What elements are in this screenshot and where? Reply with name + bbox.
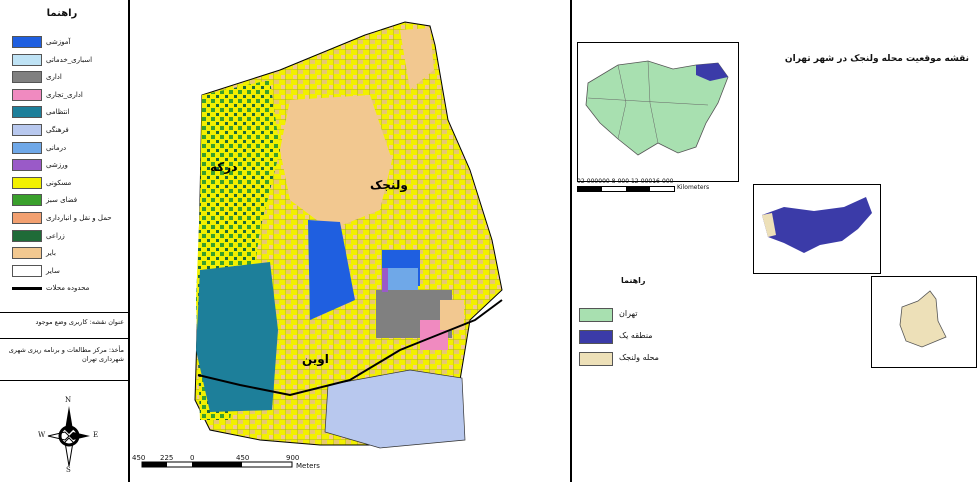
legend-swatch <box>12 212 42 224</box>
compass-n: N <box>65 396 72 404</box>
divider <box>0 380 128 381</box>
legend-label: اسباری_خدماتی <box>46 55 93 64</box>
scale-tick: 900 <box>286 454 300 462</box>
legend-swatch <box>12 71 42 84</box>
legend-label: آموزشی <box>46 38 71 46</box>
scale-tick: 450 <box>236 454 250 462</box>
legend-label: فرهنگی <box>46 126 69 134</box>
divider <box>0 312 128 313</box>
region-one-locator-map <box>753 184 881 274</box>
divider <box>0 338 128 339</box>
legend-item: حمل و نقل و انبارداری <box>12 212 126 224</box>
legend-swatch <box>12 176 42 189</box>
legend-item: فرهنگی <box>12 124 126 136</box>
legend-swatch <box>12 106 42 119</box>
locator-scale-unit: Kilometers <box>677 184 710 191</box>
legend-swatch <box>12 124 42 136</box>
legend-swatch <box>12 141 42 154</box>
compass-s: S <box>66 466 71 474</box>
legend-label-tehran: تهران <box>619 309 638 318</box>
legend-item: فضای سبز <box>12 194 126 207</box>
legend-swatch <box>12 88 42 101</box>
legend-panel: راهنما آموزشی اسباری_خدماتی اداری اداری_تجا… <box>0 0 128 482</box>
legend-swatch <box>12 287 42 291</box>
legend-label: محدوده محلات <box>46 284 90 293</box>
label-darakeh: درکه <box>210 160 238 174</box>
divider <box>570 0 572 482</box>
legend-item: ورزشی <box>12 159 126 172</box>
legend-item: مسکونی <box>12 176 126 189</box>
legend-label: انتظامی <box>46 108 70 117</box>
legend-item: سایر <box>12 264 126 277</box>
legend-item: بایر <box>12 247 126 260</box>
legend-label: ورزشی <box>46 161 68 170</box>
locator-scale-bar <box>577 186 675 192</box>
legend-swatch <box>12 159 42 172</box>
scale-tick: 225 <box>160 454 174 462</box>
scale-tick: 0 <box>190 454 195 462</box>
locator-title: نقشه موقعیت محله ولنجک در شهر تهران <box>784 54 969 64</box>
legend-item: اداری <box>12 71 126 84</box>
legend-swatch-valenjak <box>579 352 613 366</box>
legend-item: درمانی <box>12 141 126 154</box>
source-text: مأخذ: مرکز مطالعات و برنامه ریزی شهری شه… <box>8 346 124 363</box>
label-evin: اوین <box>302 352 329 366</box>
legend-label: حمل و نقل و انبارداری <box>46 214 112 222</box>
legend-label: بایر <box>46 249 56 258</box>
legend-label: سایر <box>46 266 60 275</box>
legend-item: محدوده محلات <box>12 282 126 294</box>
compass-w: W <box>38 431 46 439</box>
legend-swatch <box>12 194 42 207</box>
legend-item: زراعی <box>12 229 126 242</box>
legend-label: مسکونی <box>46 178 72 187</box>
legend-item: انتظامی <box>12 106 126 119</box>
legend-title: راهنما <box>46 8 78 19</box>
north-arrow-icon: N S W E <box>38 396 100 476</box>
legend-swatch <box>12 53 42 66</box>
legend-label-region-one: منطقه یک <box>619 331 653 340</box>
locator-legend-title: راهنما <box>621 276 646 285</box>
valenjak-locator-map <box>871 276 977 368</box>
scale-tick: 450 <box>132 454 146 462</box>
legend-swatch-region-one <box>579 330 613 344</box>
legend-item: اداری_تجاری <box>12 88 126 101</box>
locator-panel: نقشه موقعیت محله ولنجک در شهر تهران 02-0… <box>573 0 979 482</box>
map-title-text: عنوان نقشه: کاربری وضع موجود <box>35 318 124 326</box>
legend-swatch <box>12 229 42 242</box>
scale-unit: Meters <box>296 462 320 470</box>
legend-label: فضای سبز <box>46 196 78 205</box>
legend-item: اسباری_خدماتی <box>12 53 126 66</box>
legend-label: درمانی <box>46 143 67 152</box>
legend-swatch <box>12 247 42 260</box>
land-use-map: ولنجک درکه اوین 450 225 0 450 900 Meters <box>130 0 570 482</box>
divider <box>128 0 130 482</box>
legend-label: اداری <box>46 73 62 82</box>
land-use-map-graphic <box>141 21 503 468</box>
label-valenjak: ولنجک <box>370 178 408 192</box>
legend-label: زراعی <box>46 231 65 240</box>
legend-swatch <box>12 36 42 48</box>
tehran-locator-map <box>577 42 739 182</box>
legend-item: آموزشی <box>12 36 126 48</box>
compass-e: E <box>93 431 99 439</box>
legend-label: اداری_تجاری <box>46 90 83 99</box>
locator-scale-text: 02-000000 8-000 12-00016-000 <box>577 178 674 185</box>
legend-label-valenjak: محله ولنجک <box>619 353 659 362</box>
legend-swatch <box>12 264 42 277</box>
legend-swatch-tehran <box>579 308 613 322</box>
